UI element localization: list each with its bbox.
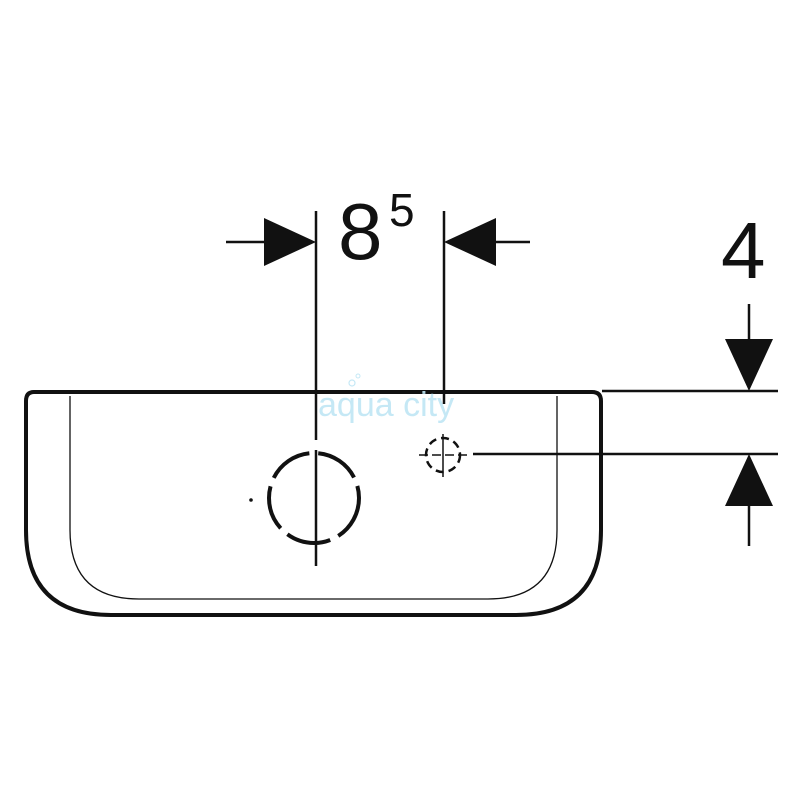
fixing-point [419, 434, 467, 477]
horizontal-dimension-value: 8 [338, 187, 383, 276]
basin-outer-outline [24, 390, 603, 617]
horizontal-dimension-superscript: 5 [389, 184, 415, 236]
dimension-arrow-top [725, 304, 773, 391]
dimension-arrow-right [444, 218, 530, 266]
watermark-text: aqua city [318, 386, 454, 424]
watermark: aqua city [318, 373, 454, 424]
vertical-dimension-label: 4 [721, 206, 766, 295]
marker-dot [249, 498, 253, 502]
basin-inner-outline [69, 396, 558, 600]
drain-hole [267, 451, 361, 545]
dimension-arrow-left [226, 218, 316, 266]
dimension-arrow-bottom [725, 454, 773, 546]
watermark-bubble-icon [348, 379, 356, 387]
horizontal-dimension-label: 8 [338, 187, 383, 276]
